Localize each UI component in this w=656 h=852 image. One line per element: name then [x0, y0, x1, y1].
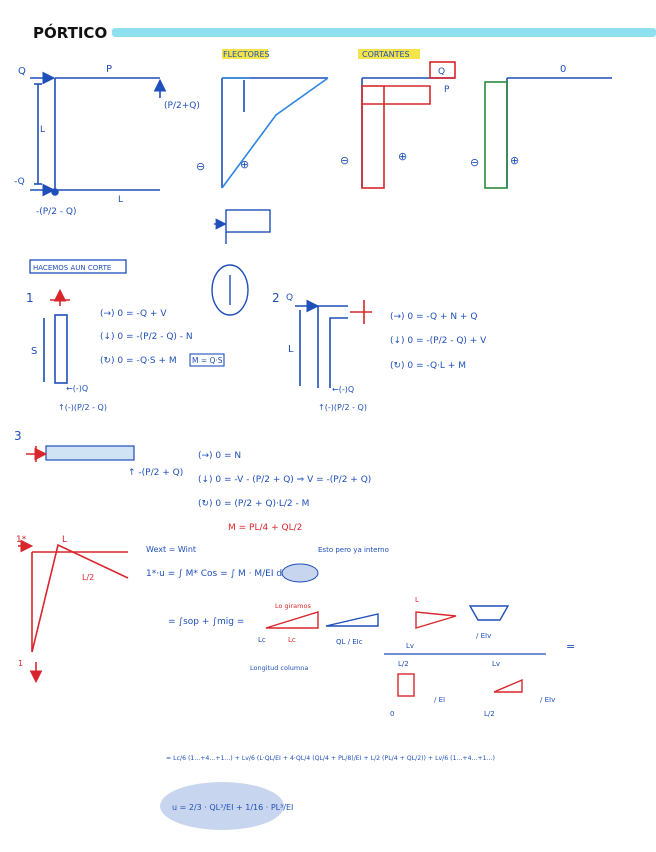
cortantes-minus: ⊖: [340, 154, 349, 167]
case2-number: 2: [272, 291, 280, 305]
case2-eq-v: (↓) 0 = -(P/2 - Q) + V: [390, 336, 487, 346]
eq2-triangle-2: [325, 613, 379, 627]
case3-eq-m: (↻) 0 = (P/2 + Q)·L/2 - M: [198, 499, 309, 509]
hacemos-corte-label: HACEMOS AUN CORTE: [33, 264, 111, 272]
eq3-int1-lower: 0: [390, 710, 394, 718]
cortante-top-value: Q: [438, 67, 445, 77]
virtual-mid-label: L/2: [82, 573, 94, 582]
case2-q-top: Q: [286, 293, 293, 303]
virtual-eq4: = Lc/6 (1...+4...+1...) + Lv/6 (L·QL/EI …: [166, 755, 495, 762]
eq2-trapezoid: [468, 605, 510, 621]
frame-q-top: Q: [18, 66, 26, 77]
eq2-int2-upper: L: [415, 596, 419, 604]
eq2-triangle-3: [415, 611, 457, 629]
frame-q-bottom: -Q: [14, 177, 25, 187]
longitud-columna: Longitud columna: [250, 664, 308, 672]
eq3-int2-upper: Lv: [492, 660, 500, 668]
case1-number: 1: [26, 291, 34, 305]
virtual-eq2-left: = ∫sop + ∫mig =: [168, 617, 244, 627]
hacemos-corte-box: [29, 259, 127, 274]
eq2-int1-lower: Lc: [258, 636, 266, 644]
eq2-frac2: / EIv: [476, 632, 491, 640]
nota-fragment: Esto pero ya interno: [318, 546, 389, 554]
case1-eq-h: (→) 0 = -Q + V: [100, 309, 167, 319]
sign-convention-sketch: [211, 264, 249, 316]
cortantes-label: CORTANTES: [362, 50, 410, 59]
case2-bottom-reaction: ↑(-)(P/2 - Q): [318, 403, 367, 412]
eq2-int2-lower: Lv: [406, 642, 414, 650]
case2-sketch: [295, 299, 372, 388]
title-banner: [112, 28, 656, 37]
case3-result: M = PL/4 + QL/2: [228, 523, 302, 533]
case1-eq-m: (↻) 0 = -Q·S + M: [100, 356, 177, 366]
case1-bottom-force: ←(-)Q: [66, 384, 88, 393]
frame-reaction-right: (P/2+Q): [164, 101, 200, 111]
case1-sketch: [43, 288, 70, 384]
virtual-one-star: 1*: [16, 535, 27, 545]
case2-bottom-force: ←(-)Q: [332, 385, 354, 394]
cortantes-diagram: [361, 61, 456, 189]
flectores-label: FLECTORES: [223, 50, 270, 59]
case3-right-reaction: ↑ -(P/2 + Q): [128, 468, 183, 478]
cortante-mid-value: P: [444, 85, 450, 95]
eq2-frac1: QL / EIc: [336, 638, 363, 646]
page-title: PÓRTICO: [33, 23, 107, 42]
case1-height: S: [31, 346, 37, 357]
cortantes-plus: ⊕: [398, 150, 407, 163]
case1-eq-v: (↓) 0 = -(P/2 - Q) - N: [100, 332, 193, 342]
final-result-highlight: [160, 782, 284, 830]
frame-reaction-bottom: -(P/2 - Q): [36, 207, 77, 217]
frame-span-label: L: [118, 195, 123, 205]
eq3-shape-1: [397, 673, 415, 697]
equals-right: =: [566, 640, 575, 653]
flectores-plus: ⊕: [240, 158, 249, 171]
circled-term: [281, 563, 319, 583]
axial-zero: 0: [560, 64, 566, 75]
case1-result: M = Q·S: [192, 356, 223, 365]
eq2-triangle-1: [265, 611, 319, 629]
case3-moment-mark: [26, 446, 48, 462]
flectores-highlight: [222, 49, 268, 59]
case2-height: L: [288, 344, 294, 355]
case1-bottom-reaction: ↑(-)(P/2 - Q): [58, 403, 107, 412]
eq3-int2-lower: L/2: [484, 710, 495, 718]
virtual-eq1: 1*·u = ∫ M* Cos = ∫ M · M/EI dx: [146, 569, 288, 579]
final-result: u = 2/3 · QL³/EI + 1/16 · PL³/EI: [172, 803, 293, 812]
eq3-int1-upper: L/2: [398, 660, 409, 668]
frame-height-label: L: [40, 125, 45, 135]
case3-number: 3: [14, 429, 22, 443]
case3-beam: [45, 445, 135, 461]
eq3-frac2: / EIv: [540, 696, 555, 704]
frame-p-top: P: [106, 64, 112, 75]
eq3-shape-2: [493, 678, 523, 693]
eq2-int1-label: Lc: [288, 636, 296, 644]
axial-diagram: [484, 77, 612, 189]
virtual-bottom-label: 1: [18, 659, 23, 668]
small-section-sketch: [214, 209, 271, 244]
frame-diagram: [30, 71, 167, 197]
flectores-minus: ⊖: [196, 160, 205, 173]
wext-wint: Wext = Wint: [146, 545, 196, 554]
virtual-frame: [18, 539, 129, 684]
axial-plus: ⊕: [510, 154, 519, 167]
longitud-giro: Lo giramos: [275, 602, 311, 610]
virtual-top-label: L: [62, 535, 67, 545]
case2-eq-h: (→) 0 = -Q + N + Q: [390, 312, 477, 322]
axial-minus: ⊖: [470, 156, 479, 169]
case3-eq-h: (→) 0 = N: [198, 451, 241, 461]
flectores-diagram: [221, 77, 329, 189]
eq3-frac1: / EI: [434, 696, 445, 704]
cortantes-highlight: [358, 49, 420, 59]
case3-eq-v: (↓) 0 = -V - (P/2 + Q) ⇒ V = -(P/2 + Q): [198, 475, 371, 485]
case2-eq-m: (↻) 0 = -Q·L + M: [390, 361, 466, 371]
case1-result-box: [189, 353, 225, 367]
